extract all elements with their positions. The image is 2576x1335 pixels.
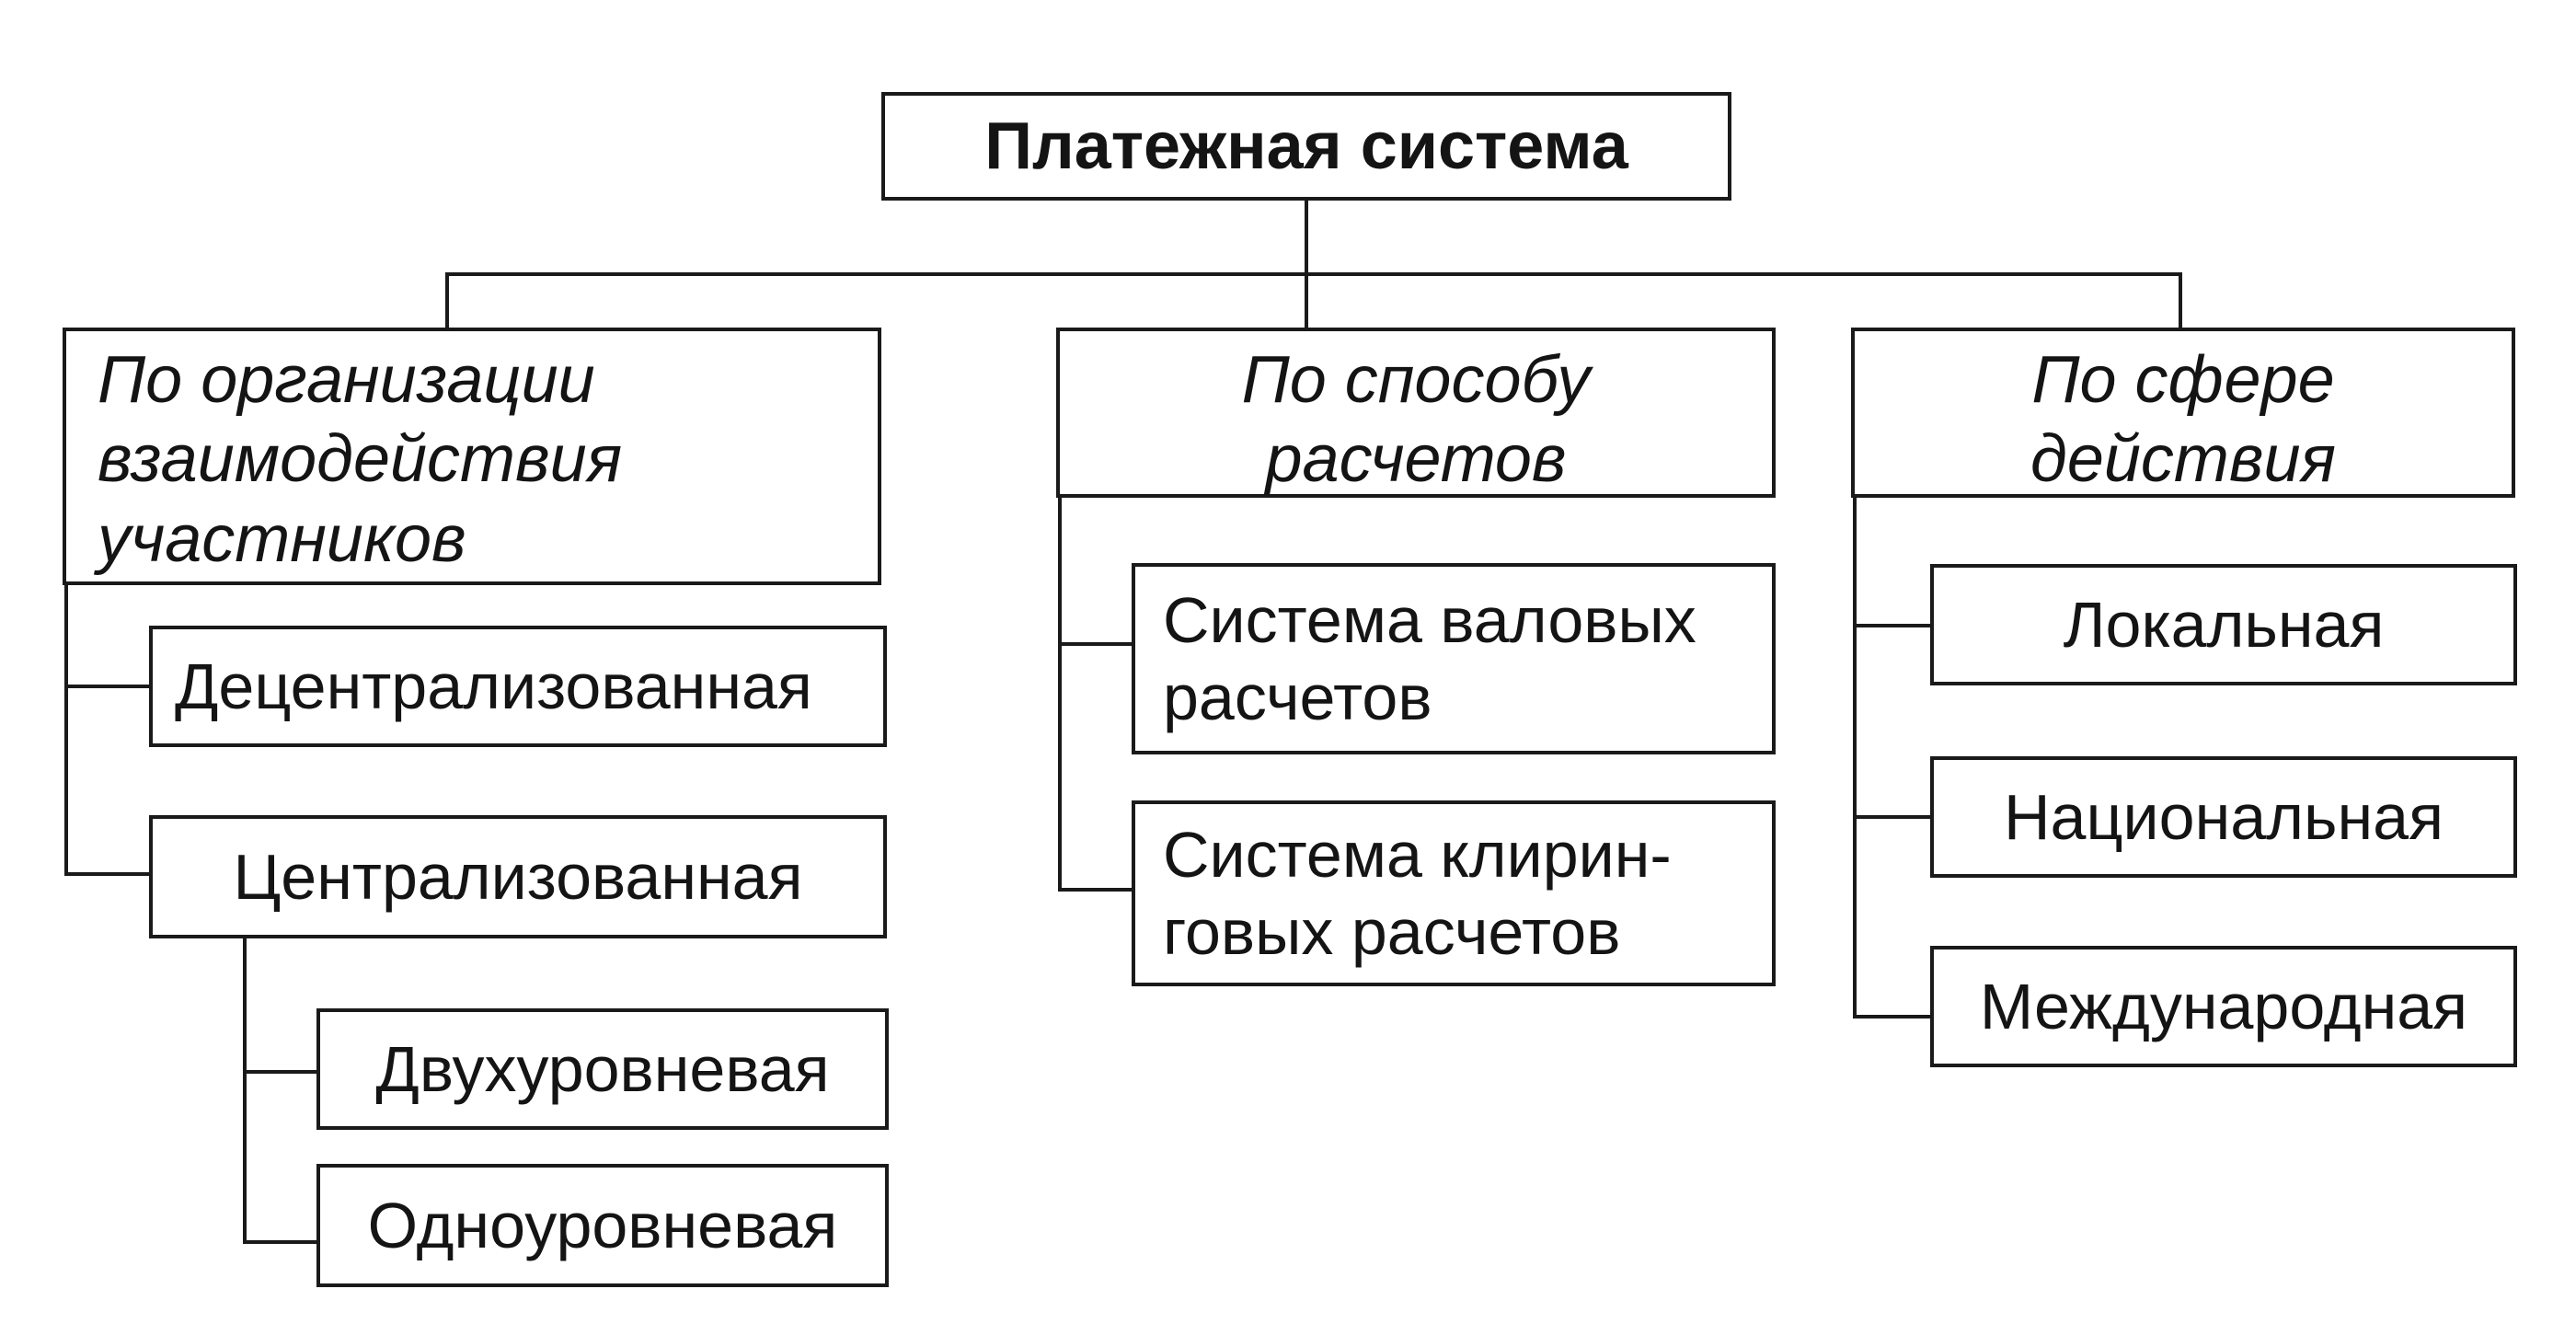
clearing-settlement-node: Система клирин- говых расчетов bbox=[1132, 800, 1776, 986]
national-label: Национальная bbox=[2003, 781, 2444, 853]
national-node: Национальная bbox=[1930, 756, 2517, 878]
centralized-node: Централизованная bbox=[149, 815, 887, 938]
branch-scope-node: По сфере действия bbox=[1851, 328, 2515, 498]
decentralized-label: Децентрализованная bbox=[175, 650, 812, 722]
one-level-label: Одноуровневая bbox=[367, 1190, 838, 1261]
international-label: Международная bbox=[1979, 971, 2468, 1042]
branch-settlement-label: По способу расчетов bbox=[1241, 343, 1591, 497]
two-level-node: Двухуровневая bbox=[316, 1008, 889, 1130]
clearing-settlement-label: Система клирин- говых расчетов bbox=[1163, 819, 1672, 968]
branch-scope-label: По сфере действия bbox=[2030, 343, 2336, 497]
branch-settlement-node: По способу расчетов bbox=[1056, 328, 1776, 498]
international-node: Международная bbox=[1930, 946, 2517, 1067]
branch-organization-node: По организации взаимодействия участников bbox=[63, 328, 881, 585]
local-node: Локальная bbox=[1930, 564, 2517, 685]
gross-settlement-label: Система валовых расчетов bbox=[1163, 584, 1696, 733]
root-node: Платежная система bbox=[881, 92, 1731, 201]
root-node-label: Платежная система bbox=[984, 109, 1628, 183]
decentralized-node: Децентрализованная bbox=[149, 626, 887, 747]
one-level-node: Одноуровневая bbox=[316, 1164, 889, 1287]
gross-settlement-node: Система валовых расчетов bbox=[1132, 563, 1776, 754]
branch-organization-label: По организации взаимодействия участников bbox=[98, 343, 623, 576]
local-label: Локальная bbox=[2063, 589, 2385, 661]
two-level-label: Двухуровневая bbox=[375, 1033, 830, 1105]
centralized-label: Централизованная bbox=[233, 841, 803, 913]
